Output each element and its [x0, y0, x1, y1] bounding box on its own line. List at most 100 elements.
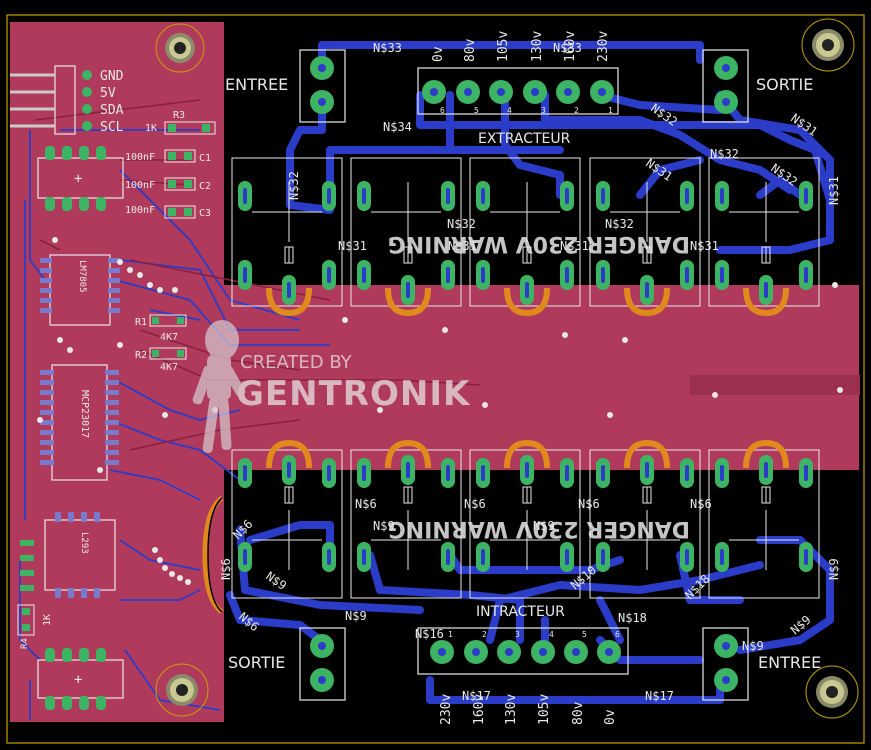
capacitor-value-label: 100nF: [125, 152, 155, 163]
net-label: N$17: [645, 689, 674, 703]
creator-logo: CREATED BY GENTRONIK: [192, 320, 470, 453]
voltage-label: 80v: [463, 38, 478, 62]
terminal-pin-number: 3: [515, 630, 520, 639]
relay-footprint: [469, 157, 581, 317]
terminal-top-left: [299, 49, 346, 123]
net-label: N$31: [448, 239, 477, 253]
resistor-ref-label: R4: [20, 638, 30, 649]
capacitor-ref-label: C1: [199, 153, 211, 164]
capacitor-c3: [164, 205, 196, 219]
header-pad: [82, 121, 92, 131]
net-label: N$18: [618, 611, 647, 625]
bottom-voltage-labels: 230v 160v 130v 105v 80v 0v: [439, 694, 618, 725]
net-label: N$9: [373, 519, 395, 533]
terminal-bottom-left: [299, 627, 346, 701]
header-pin-label: SDA: [100, 103, 124, 118]
resistor-value-label: 4K7: [160, 332, 178, 343]
warning-text-top: DANGER 230V WARNING: [388, 231, 690, 256]
terminal-label-extracteur: EXTRACTEUR: [478, 131, 571, 147]
net-label: N$32: [710, 147, 739, 161]
i2c-header: GND 5V SDA SCL: [10, 65, 124, 135]
vias: [37, 237, 843, 585]
voltage-label: 130v: [504, 694, 519, 725]
terminal-pin-number: 6: [440, 106, 445, 115]
net-label: N$34: [383, 120, 412, 134]
voltage-label: 80v: [571, 701, 586, 725]
relay-footprint: [708, 157, 820, 317]
integrated-circuits: + LM7805 MCP23017 L293 +: [20, 146, 124, 710]
net-label: N$32: [447, 217, 476, 231]
terminal-pin-number: 2: [574, 106, 579, 115]
mounting-hole-bottom-right: [805, 665, 859, 719]
ic-expander-label: MCP23017: [79, 390, 90, 438]
terminal-bottom-right: [702, 627, 749, 701]
relay-row-bottom: [231, 439, 820, 599]
net-label: N$6: [690, 497, 712, 511]
net-label: N$31: [827, 176, 841, 205]
header-pad: [82, 70, 92, 80]
header-pin-label: SCL: [100, 120, 124, 135]
relay-footprint: [589, 157, 701, 317]
net-label: N$16: [415, 627, 444, 641]
ic-regulator-label: LM7805: [77, 260, 87, 293]
net-label: N$6: [355, 497, 377, 511]
resistor-ref-label: R3: [173, 110, 185, 121]
header-pad: [82, 87, 92, 97]
relay-footprint: [350, 439, 462, 599]
net-label: N$33: [553, 41, 582, 55]
net-label: N$6: [578, 497, 600, 511]
terminal-pin-number: 4: [549, 630, 554, 639]
relay-footprint: [231, 439, 343, 599]
capacitor-value-label: 100nF: [125, 180, 155, 191]
net-label: N$9: [345, 609, 367, 623]
relay-footprint: [708, 439, 820, 599]
net-label: N$32: [287, 171, 301, 200]
terminal-pin-number: 5: [582, 630, 587, 639]
mounting-holes: [155, 18, 859, 719]
net-label: N$6: [464, 497, 486, 511]
terminal-label-entree-top: ENTREE: [225, 75, 288, 94]
resistor-r2: [149, 347, 187, 360]
net-label: N$31: [338, 239, 367, 253]
mounting-hole-top-left: [155, 23, 205, 73]
header-body: [54, 65, 76, 135]
voltage-label: 105v: [537, 694, 552, 725]
relay-footprint: [589, 439, 701, 599]
voltage-label: 230v: [596, 31, 611, 62]
terminal-label-sortie-bottom: SORTIE: [228, 653, 285, 672]
terminal-pin-number: 4: [507, 106, 512, 115]
net-label: N$32: [605, 217, 634, 231]
svg-text:+: +: [74, 672, 82, 688]
header-pad: [82, 104, 92, 114]
net-label: N$31: [690, 239, 719, 253]
terminal-pin-number: 6: [615, 630, 620, 639]
net-label: N$6: [219, 558, 233, 580]
signal-traces-top: [34, 99, 481, 451]
voltage-label: 160v: [472, 694, 487, 725]
resistor-r1: [149, 314, 187, 327]
board-outline: [6, 14, 865, 744]
terminal-pin-number: 1: [608, 106, 613, 115]
resistor-r3: [164, 121, 216, 135]
terminal-label-sortie-top: SORTIE: [756, 75, 813, 94]
ic-top-pins: [45, 146, 106, 211]
capacitor-c2: [164, 177, 196, 191]
credit-line-1: CREATED BY: [240, 352, 353, 373]
relay-footprint: [350, 157, 462, 317]
net-label: N$17: [462, 689, 491, 703]
mounting-hole-bottom-left: [155, 663, 209, 717]
terminal-pin-number: 3: [541, 106, 546, 115]
header-pin-label: 5V: [100, 86, 116, 101]
net-label: N$9: [533, 519, 555, 533]
voltage-label: 105v: [496, 31, 511, 62]
net-label: N$9: [827, 558, 841, 580]
voltage-label: 230v: [439, 694, 454, 725]
mounting-hole-top-right: [801, 18, 855, 72]
resistor-r4: [17, 604, 35, 636]
voltage-label: 160v: [563, 31, 578, 62]
svg-text:+: +: [74, 171, 82, 187]
ic-driver-body: [44, 519, 116, 591]
